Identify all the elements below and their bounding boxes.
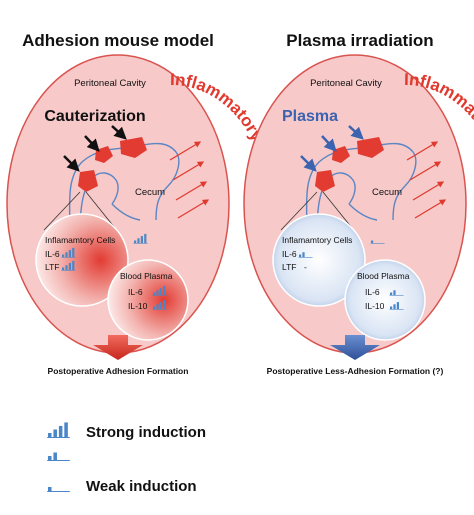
cecum-label: Cecum [135, 187, 165, 198]
induction-bar [48, 456, 52, 460]
zoom-line-right [322, 191, 353, 229]
bar-level-icon-cells-title [133, 233, 148, 244]
left-panel: Adhesion mouse model Peritoneal Cavity C… [6, 31, 281, 376]
induction-bar [144, 233, 147, 243]
protein-release-arrows [406, 141, 447, 219]
stimulus-label: Cauterization [44, 108, 145, 125]
induction-bar [156, 290, 159, 295]
left-panel-title: Adhesion mouse model [22, 31, 214, 50]
bar-level-icon-plasma-il10 [152, 299, 167, 310]
induction-bar [137, 238, 140, 243]
cells-ltf-value: - [304, 262, 307, 272]
plasma-arrow-3 [348, 125, 364, 140]
blood-plasma-circle [107, 259, 189, 341]
zoom-line-left [280, 191, 318, 231]
induction-bar [159, 302, 162, 309]
zoom-line-left [43, 191, 81, 231]
legend-weak-label: Weak induction [86, 478, 197, 495]
plasma-arrow-2 [321, 135, 337, 152]
stimulus-label: Plasma [282, 108, 338, 125]
bar-level-icon-plasma-il10 [389, 302, 404, 310]
legend-medium-icon [47, 452, 70, 461]
bar-level-icon-cells-ltf [61, 260, 76, 271]
induction-bar [299, 254, 302, 257]
induction-bar [302, 252, 305, 257]
induction-bar [58, 425, 63, 437]
induction-bar [163, 285, 166, 295]
induction-bar [65, 252, 68, 257]
cells-row-il6: IL-6 [282, 249, 297, 259]
cells-row-il6: IL-6 [45, 249, 60, 259]
legend-strong-label: Strong induction [86, 424, 206, 441]
inflammatory-cells-circle [272, 213, 366, 307]
induction-bar [159, 288, 162, 295]
induction-bar [62, 267, 65, 270]
lesion-spot-3 [120, 137, 147, 158]
induction-bar [64, 422, 68, 437]
induction-bar [163, 299, 166, 309]
cavity-label: Peritoneal Cavity [74, 78, 146, 89]
zoom-line-right [85, 191, 116, 229]
right-panel: Plasma irradiation Peritoneal Cavity Pla… [243, 31, 474, 376]
induction-bar [153, 292, 156, 295]
protein-release-arrows [169, 141, 210, 219]
cauterization-arrow-3 [111, 125, 127, 140]
induction-bar [156, 304, 159, 309]
cauterization-arrow-2 [84, 135, 100, 152]
induction-bar [53, 429, 57, 437]
induction-bar [48, 433, 52, 437]
lesion-spot-3 [357, 137, 384, 158]
right-outcome: Postoperative Less-Adhesion Formation (?… [267, 366, 444, 376]
induction-bar [371, 240, 374, 243]
cauterization-arrow-1 [63, 155, 80, 172]
induction-bar [140, 236, 143, 243]
bar-level-icon-cells-il6 [61, 247, 76, 258]
induction-bar [72, 260, 75, 270]
block-arrow-icon-right [330, 335, 380, 360]
induction-bar [53, 452, 57, 460]
left-outcome: Postoperative Adhesion Formation [48, 366, 189, 376]
plasma-row-il6: IL-6 [365, 287, 380, 297]
induction-bar [62, 254, 65, 257]
cecum-label: Cecum [372, 187, 402, 198]
block-arrow-icon-left [93, 335, 143, 360]
right-panel-title: Plasma irradiation [286, 31, 433, 50]
bar-level-icon-cells-title [370, 240, 385, 244]
induction-bar [68, 263, 71, 270]
plasma-arrow-1 [300, 155, 317, 172]
induction-bar [390, 292, 393, 295]
lesion-spot-1 [78, 170, 98, 192]
plasma-title: Blood Plasma [357, 271, 410, 281]
induction-bar [390, 306, 393, 309]
induction-bar [48, 487, 52, 491]
induction-bar [153, 306, 156, 309]
cells-row-ltf: LTF [45, 262, 59, 272]
induction-bar [134, 240, 137, 243]
bar-level-icon-plasma-il6 [389, 290, 404, 296]
bar-level-icon-cells-il6 [298, 252, 313, 258]
plasma-row-il10: IL-10 [128, 301, 148, 311]
cavity-label: Peritoneal Cavity [310, 78, 382, 89]
cells-title: Inflamamtory Cells [282, 235, 352, 245]
inflammatory-cells-circle [35, 213, 129, 307]
bar-level-icon-plasma-il6 [152, 285, 167, 296]
induction-bar [65, 265, 68, 270]
legend-strong-icon [47, 422, 70, 438]
plasma-row-il10: IL-10 [365, 301, 385, 311]
induction-bar [396, 302, 399, 309]
legend: Strong induction Weak induction [47, 422, 206, 495]
plasma-row-il6: IL-6 [128, 287, 143, 297]
cells-title: Inflamamtory Cells [45, 235, 115, 245]
induction-bar [393, 304, 396, 309]
cells-row-ltf: LTF [282, 262, 296, 272]
plasma-title: Blood Plasma [120, 271, 173, 281]
legend-weak-icon [47, 487, 70, 492]
lesion-spot-1 [315, 170, 335, 192]
blood-plasma-circle [344, 259, 426, 341]
induction-bar [72, 247, 75, 257]
induction-bar [68, 250, 71, 257]
induction-bar [393, 290, 396, 295]
